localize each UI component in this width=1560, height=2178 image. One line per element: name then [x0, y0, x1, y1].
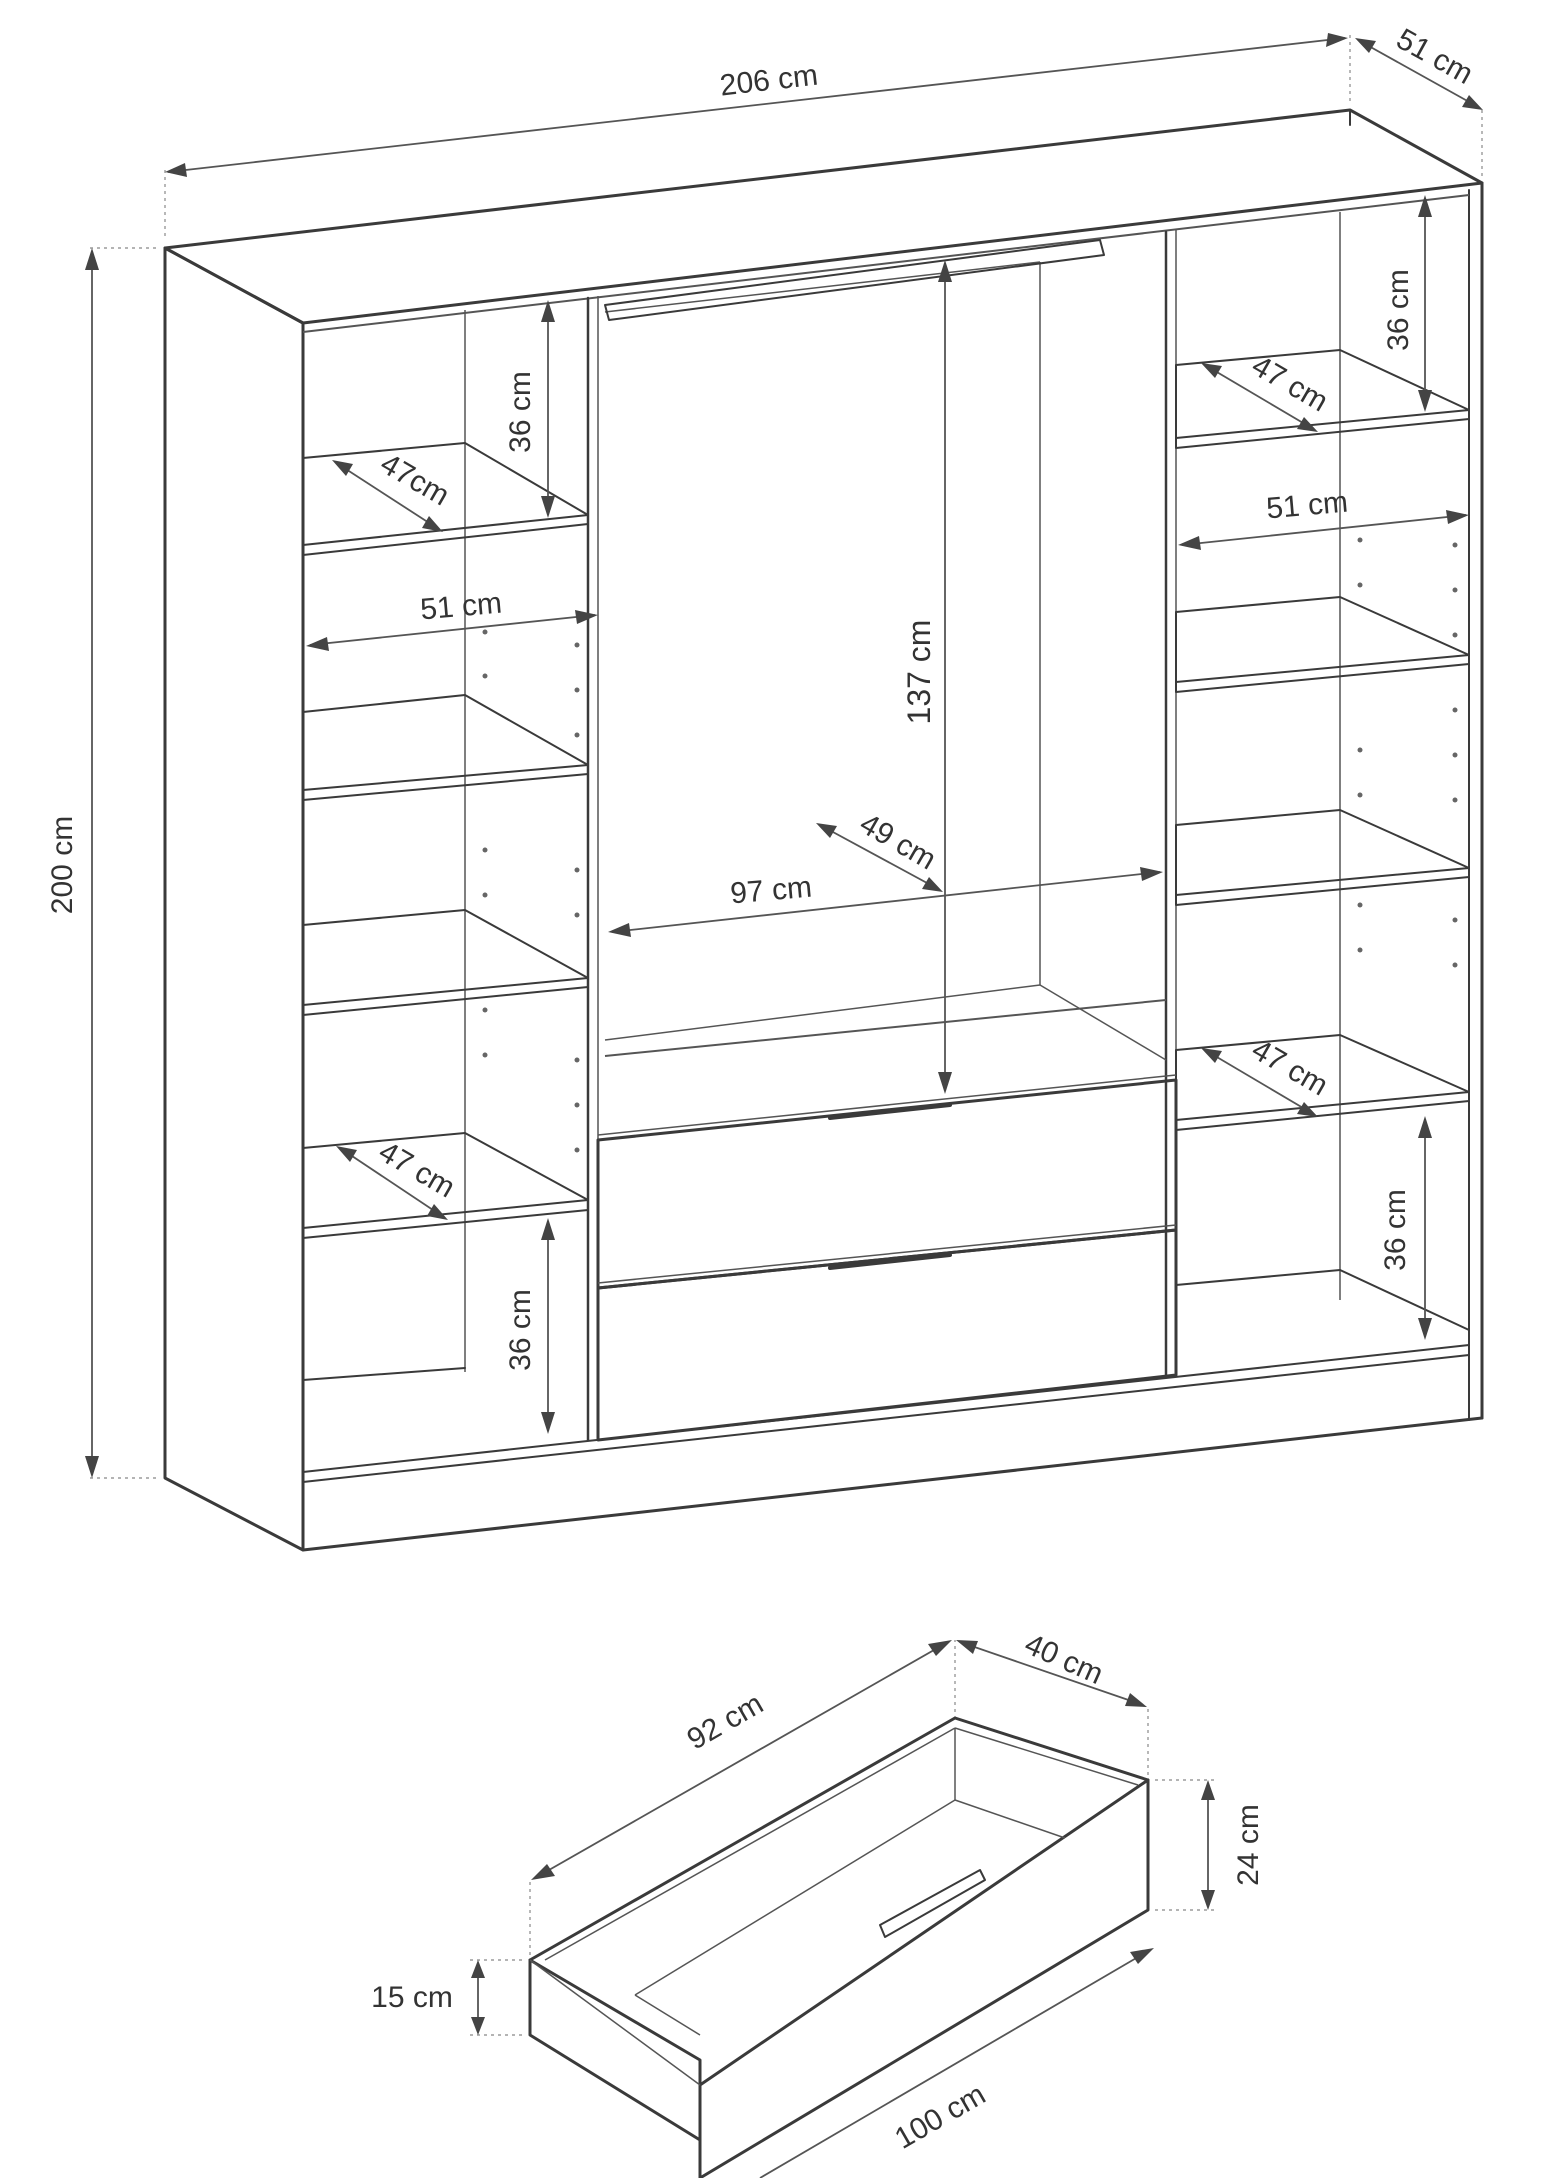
drawer-front-height-dimension: 24 cm: [1155, 1779, 1265, 1911]
hanging-rail: [604, 239, 1105, 321]
drawer-inner-length-label: 92 cm: [682, 1687, 769, 1756]
drawer-side-height-label: 15 cm: [371, 1981, 453, 2014]
right-bottom-gap-label: 36 cm: [1379, 1189, 1412, 1271]
left-bottom-shelf-depth-dimension: 47 cm: [336, 1135, 460, 1220]
lower-drawer-front: [596, 1228, 1178, 1442]
left-top-shelf-gap-dimension: 36 cm: [504, 300, 555, 518]
left-side-panel: [163, 246, 305, 1552]
drawer-handle: [879, 1869, 986, 1938]
drawer-front-panel: [698, 1778, 1150, 2178]
lower-drawer-handle: [828, 1253, 952, 1270]
height-dimension: 200 cm: [46, 247, 160, 1479]
drawer-front-length-label: 100 cm: [889, 2078, 991, 2156]
right-top-gap-label: 36 cm: [1382, 269, 1415, 351]
width-dimension: 206 cm: [164, 33, 1351, 240]
left-bottom-depth-label: 47 cm: [373, 1135, 460, 1204]
left-shelves: [302, 442, 589, 1381]
drawer-inner-length-dimension: 92 cm: [529, 1640, 956, 1955]
depth-label: 51 cm: [1391, 22, 1478, 90]
width-label: 206 cm: [718, 59, 819, 103]
height-label: 200 cm: [46, 816, 79, 914]
right-width-dimension: 51 cm: [1178, 486, 1469, 550]
shelf-pin-holes: [482, 537, 1458, 1153]
left-top-shelf-depth-dimension: 47cm: [332, 447, 455, 532]
hanging-height-label: 137 cm: [901, 620, 937, 725]
drawer-front-length-dimension: 100 cm: [759, 1948, 1154, 2178]
drawer-depth-dimension: 40 cm: [956, 1628, 1149, 1775]
center-width-label: 97 cm: [729, 871, 813, 911]
drawer-detail: [528, 1716, 1150, 2178]
right-top-depth-label: 47 cm: [1246, 349, 1333, 418]
drawer-side-panel: [528, 1958, 702, 2142]
right-bottom-depth-label: 47 cm: [1246, 1033, 1333, 1102]
right-bottom-shelf-gap-dimension: 36 cm: [1379, 1116, 1432, 1340]
center-depth-label: 49 cm: [854, 807, 941, 876]
bottom-front-edge: [301, 1416, 1484, 1552]
center-width-dimension: 97 cm: [608, 867, 1163, 937]
left-bottom-gap-label: 36 cm: [504, 1289, 537, 1371]
left-width-dimension: 51 cm: [306, 587, 598, 651]
center-depth-dimension: 49 cm: [816, 807, 943, 892]
right-top-shelf-gap-dimension: 36 cm: [1382, 195, 1432, 412]
upper-drawer-handle: [828, 1103, 952, 1120]
left-bottom-shelf-gap-dimension: 36 cm: [504, 1218, 555, 1434]
left-top-depth-label: 47cm: [375, 447, 455, 512]
drawer-depth-label: 40 cm: [1020, 1628, 1108, 1691]
right-width-label: 51 cm: [1265, 486, 1349, 526]
center-drawers: [596, 1074, 1178, 1442]
drawer-front-height-label: 24 cm: [1232, 1804, 1265, 1886]
depth-dimension: 51 cm: [1355, 22, 1483, 178]
drawer-side-height-dimension: 15 cm: [371, 1959, 525, 2036]
hanging-height-dimension: 137 cm: [901, 260, 952, 1094]
left-width-label: 51 cm: [419, 587, 503, 627]
left-top-gap-label: 36 cm: [504, 371, 537, 453]
